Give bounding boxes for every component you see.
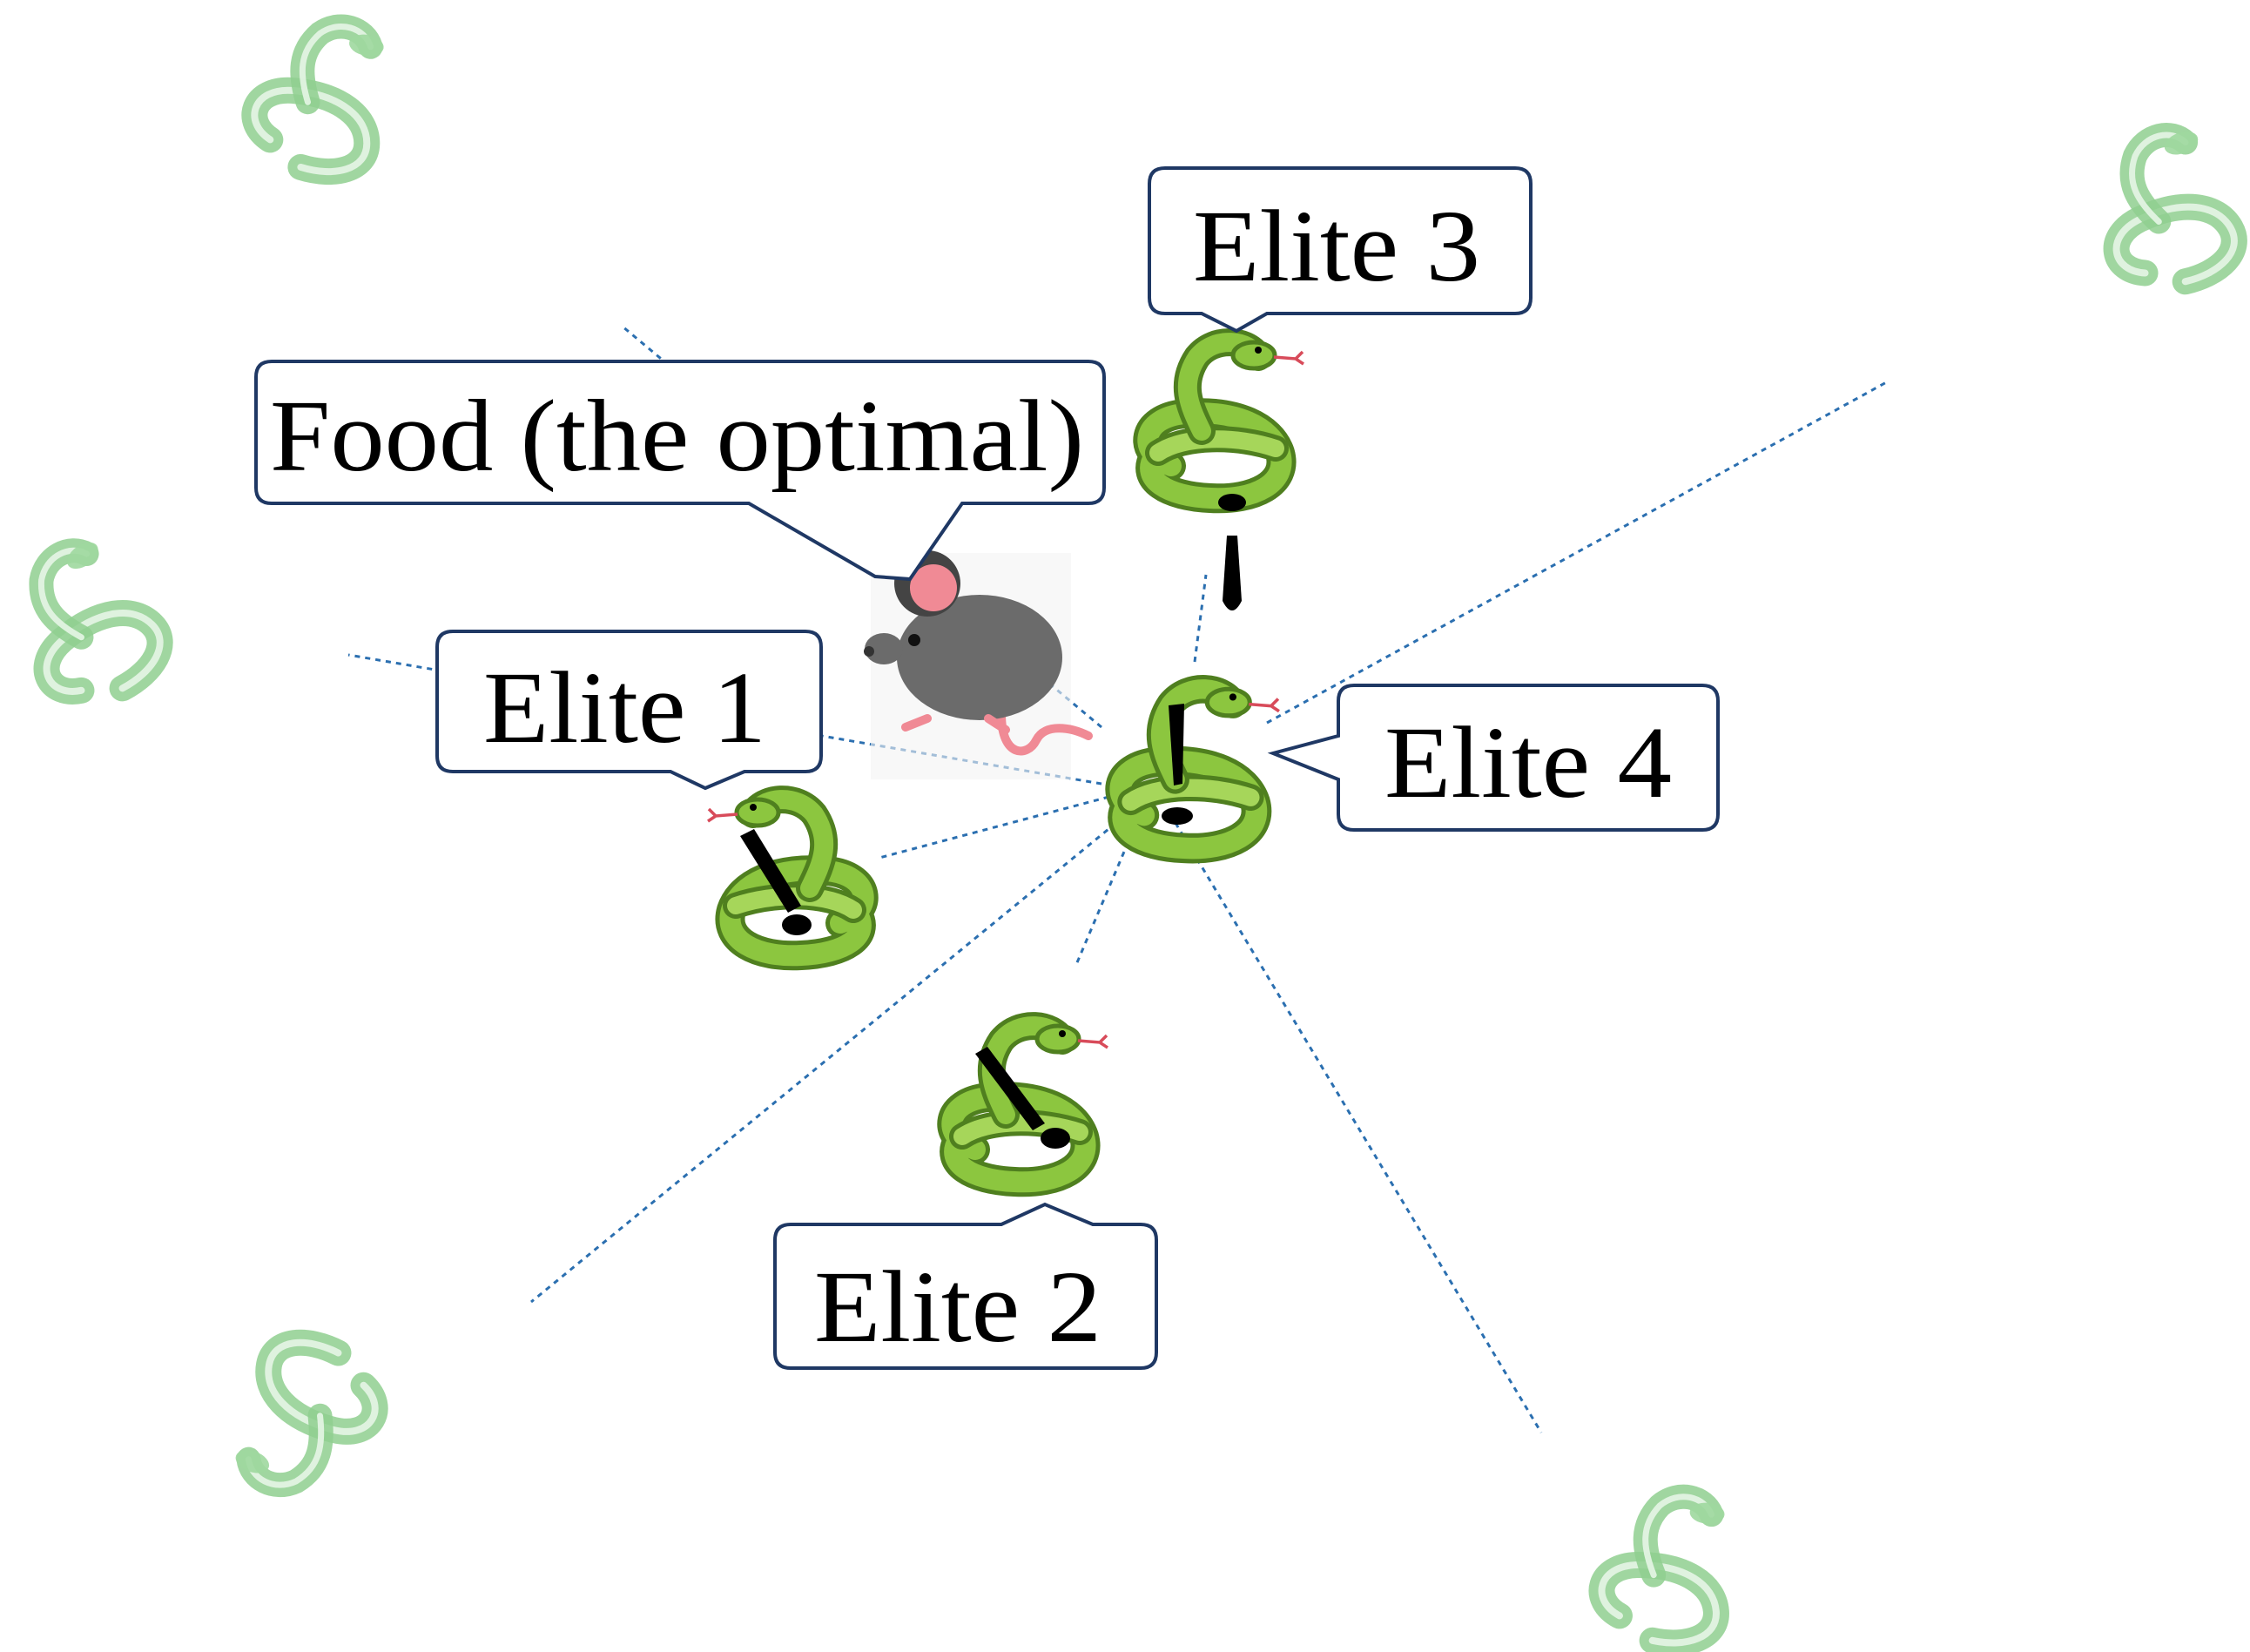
snake-icon [708, 799, 864, 955]
callout-elite-1: Elite 1 [435, 630, 823, 791]
faded-snake-icon [2084, 124, 2243, 301]
callout-food: Food (the optimal) [254, 360, 1106, 582]
elite-2-snake [952, 1026, 1108, 1182]
callout-elite-3-text: Elite 3 [1193, 189, 1480, 303]
callout-elite-4: Elite 4 [1267, 684, 1720, 832]
position-marker [1218, 494, 1246, 511]
ray-elite-1 [879, 792, 1120, 860]
mouse-icon [864, 550, 1093, 779]
callout-food-text: Food (the optimal) [270, 379, 1084, 493]
direction-pointer [1169, 704, 1184, 786]
callout-elite-3: Elite 3 [1148, 166, 1533, 334]
position-marker [1041, 1128, 1070, 1149]
faded-snake-icon [231, 1332, 390, 1509]
elite-4-snake [1121, 689, 1279, 848]
faded-snake-icon [246, 14, 387, 179]
faded-snake-icon [1598, 1490, 1727, 1647]
snake-icon [1148, 342, 1304, 498]
position-marker [782, 914, 812, 935]
callout-elite-2: Elite 2 [773, 1202, 1158, 1370]
ray-bottom-left [530, 808, 1133, 1304]
callout-elite-1-text: Elite 1 [483, 651, 766, 765]
elite-3-snake [1148, 342, 1304, 610]
ray-elite-3 [1193, 574, 1208, 663]
callout-elite-2-text: Elite 2 [814, 1250, 1101, 1364]
ray-bottom-right [1174, 822, 1543, 1433]
ray-top-right [1266, 379, 1890, 725]
faded-snake-icon [0, 534, 173, 721]
snake-icon [1121, 689, 1279, 848]
position-marker [1162, 807, 1193, 825]
callout-elite-4-text: Elite 4 [1384, 705, 1672, 819]
direction-pointer [1223, 536, 1242, 610]
direction-pointer [740, 829, 801, 913]
direction-pointer [975, 1047, 1045, 1130]
elite-1-snake [708, 799, 864, 955]
